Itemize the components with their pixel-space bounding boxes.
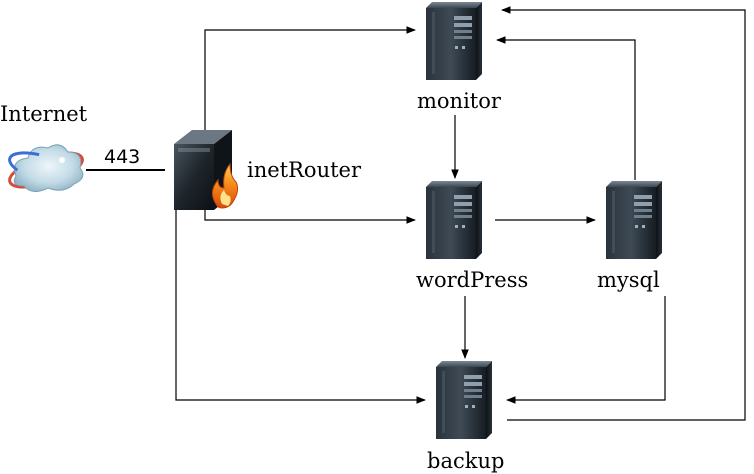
server-tower-icon-mysql xyxy=(606,181,662,259)
edge-backup-monitor xyxy=(501,6,746,421)
edge-inetrouter-wordpress xyxy=(204,205,416,224)
server-tower-icon-monitor xyxy=(426,2,482,80)
edge-mysql-monitor xyxy=(496,36,636,180)
internet-label: Internet xyxy=(0,102,88,126)
edge-label-443: 443 xyxy=(104,146,141,168)
inetrouter-label: inetRouter xyxy=(247,158,361,182)
server-tower-icon-wordpress xyxy=(426,181,482,259)
edge-inetrouter-backup xyxy=(175,180,426,404)
backup-label: backup xyxy=(427,449,505,473)
edge-inetrouter-monitor xyxy=(204,26,416,130)
wordpress-label: wordPress xyxy=(416,268,529,292)
firewall-router-icon xyxy=(174,130,239,210)
monitor-label: monitor xyxy=(417,89,501,113)
mysql-label: mysql xyxy=(597,268,660,292)
cloud-globe-icon xyxy=(8,144,84,192)
edge-mysql-backup xyxy=(506,296,666,404)
server-tower-icon-backup xyxy=(436,361,492,439)
